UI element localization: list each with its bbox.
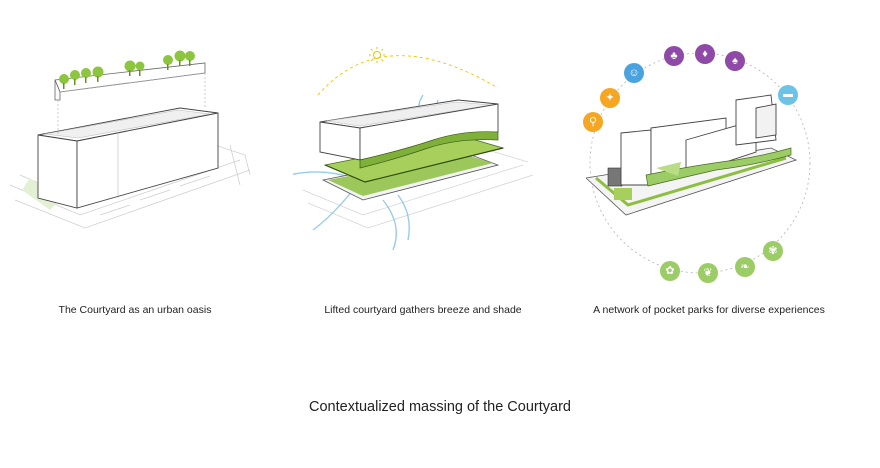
caption-pocket-parks: A network of pocket parks for diverse ex… xyxy=(593,304,825,316)
bicycle-icon: ⚲ xyxy=(583,112,603,132)
tree-icons xyxy=(59,50,195,89)
building-block xyxy=(37,107,219,209)
kids-play-icon: ☺ xyxy=(624,63,644,83)
site-context-lines xyxy=(302,149,534,229)
panel-pocket-parks: ⚲ ✦ ☺ ♣ ♦ ♠ ▬ ✿ ❦ ❧ ✾ A network of pocke… xyxy=(583,0,879,316)
plant-icon: ✾ xyxy=(763,241,783,261)
projection-dashes xyxy=(57,73,206,135)
lounge-icon: ♠ xyxy=(725,51,745,71)
diagram-title: Contextualized massing of the Courtyard xyxy=(309,399,571,415)
leaf-icon: ❧ xyxy=(735,257,755,277)
massing-diagram-pocket-parks xyxy=(586,52,811,274)
green-pocket xyxy=(614,188,632,200)
green-terrace xyxy=(645,147,792,187)
gathering-icon: ♦ xyxy=(695,44,715,64)
panel-urban-oasis: The Courtyard as an urban oasis xyxy=(0,0,293,316)
picnic-icon: ✿ xyxy=(660,261,680,281)
sun-path-arc xyxy=(317,55,499,96)
small-kiosk xyxy=(607,167,623,187)
caption-lifted-courtyard: Lifted courtyard gathers breeze and shad… xyxy=(324,304,522,316)
sun-icon xyxy=(369,47,385,63)
panel-lifted-courtyard: Lifted courtyard gathers breeze and shad… xyxy=(293,0,586,316)
bus-icon: ▬ xyxy=(778,85,798,105)
massing-diagram-breeze xyxy=(293,47,534,251)
building-towers xyxy=(620,94,777,186)
caption-urban-oasis: The Courtyard as an urban oasis xyxy=(58,304,212,316)
floating-courtyard-plane xyxy=(54,62,206,101)
runner-icon: ✦ xyxy=(600,88,620,108)
green-roof-ground xyxy=(328,154,493,196)
green-slope-ribbon xyxy=(359,131,499,169)
garden-icon: ❦ xyxy=(698,263,718,283)
experience-ring xyxy=(589,52,811,274)
community-icon: ♣ xyxy=(664,46,684,66)
massing-diagram-oasis xyxy=(9,50,251,229)
